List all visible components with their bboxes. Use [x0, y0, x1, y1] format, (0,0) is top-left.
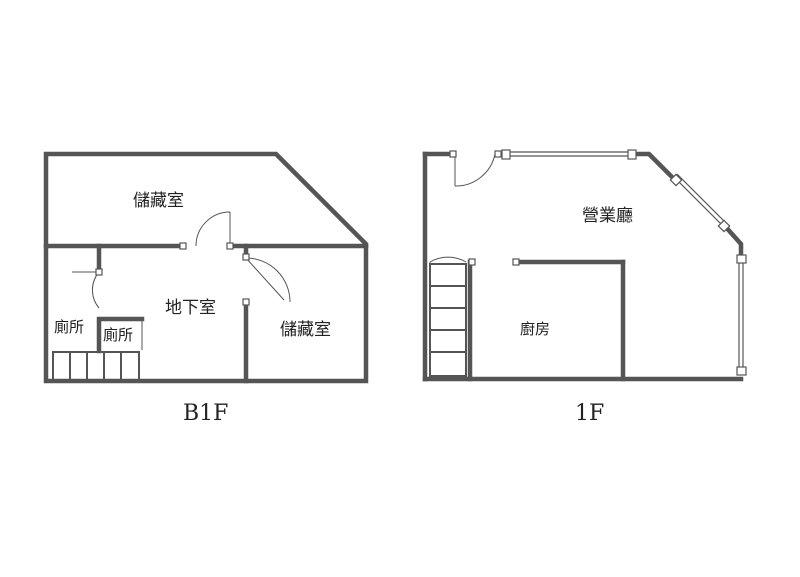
b1f-door-jamb-a: [179, 242, 187, 250]
b1f-door-jamb-d: [242, 298, 250, 306]
b1f-stairs: [52, 351, 140, 381]
b1f-small-toilet-wall: [96, 316, 145, 354]
b1f-outer-wall: [43, 151, 369, 384]
f1-corner-wall-b: [720, 221, 744, 258]
f1-door-jamb-b: [494, 150, 502, 158]
b1f-door-jamb-c: [242, 253, 250, 261]
b1f-door-jamb-b: [226, 242, 234, 250]
b1f-room-toilet-left: 廁所: [54, 318, 84, 336]
f1-window-right: [736, 254, 747, 376]
b1f-room-toilet-small: 廁所: [103, 326, 133, 344]
f1-door-jamb-c: [468, 258, 476, 266]
f1-corner-wall-a: [632, 151, 676, 181]
f1-room-hall: 營業廳: [582, 206, 633, 226]
b1f-door-jamb-e: [95, 268, 103, 276]
f1-room-kitchen: 廚房: [520, 320, 550, 338]
b1f-door-storage-top: [195, 211, 231, 247]
f1-entrance-door: [454, 153, 496, 187]
f1-stairs: [429, 263, 467, 377]
f1-floor-label: 1F: [575, 401, 604, 426]
b1f-door-toilet: [72, 271, 100, 309]
b1f-room-storage-right: 儲藏室: [280, 320, 331, 340]
f1-plan: 營業廳 廚房 1F: [422, 149, 747, 426]
b1f-floor-label: B1F: [183, 401, 228, 426]
b1f-room-basement: 地下室: [165, 298, 216, 318]
b1f-room-storage-top: 儲藏室: [133, 191, 184, 211]
b1f-door-storage-right: [245, 257, 291, 303]
f1-window-top: [501, 149, 637, 160]
b1f-plan: 儲藏室 地下室 儲藏室 廁所 廁所 B1F: [43, 151, 369, 426]
f1-window-diagonal: [669, 173, 731, 233]
f1-door-jamb-d: [512, 258, 520, 266]
f1-door-jamb-a: [449, 150, 457, 158]
